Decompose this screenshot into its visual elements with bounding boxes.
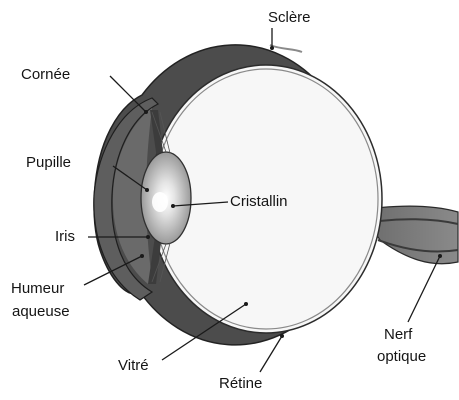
label-nerf: Nerf [384, 326, 413, 343]
label-iris: Iris [55, 228, 75, 245]
sclera-texture [270, 45, 302, 52]
nerf-optique-leader [408, 256, 440, 322]
label-humeur: Humeur [11, 280, 64, 297]
pupille-leader-dot [145, 188, 149, 192]
lens-highlight [152, 192, 168, 212]
label-aqueuse: aqueuse [12, 303, 70, 320]
label-cristallin: Cristallin [230, 193, 288, 210]
cristallin-leader-dot [171, 204, 175, 208]
label-pupille: Pupille [26, 154, 71, 171]
cornee-leader-dot [144, 110, 148, 114]
label-retine: Rétine [219, 375, 262, 392]
label-vitre: Vitré [118, 357, 149, 374]
humeur-aqueuse-leader-dot [140, 254, 144, 258]
vitre-leader-dot [244, 302, 248, 306]
sclere-leader-dot [270, 46, 274, 50]
label-optique: optique [377, 348, 426, 365]
label-sclere: Sclère [268, 9, 311, 26]
label-cornee: Cornée [21, 66, 70, 83]
iris-leader-dot [146, 235, 150, 239]
nerf-optique-leader-dot [438, 254, 442, 258]
retine-leader-dot [280, 334, 284, 338]
